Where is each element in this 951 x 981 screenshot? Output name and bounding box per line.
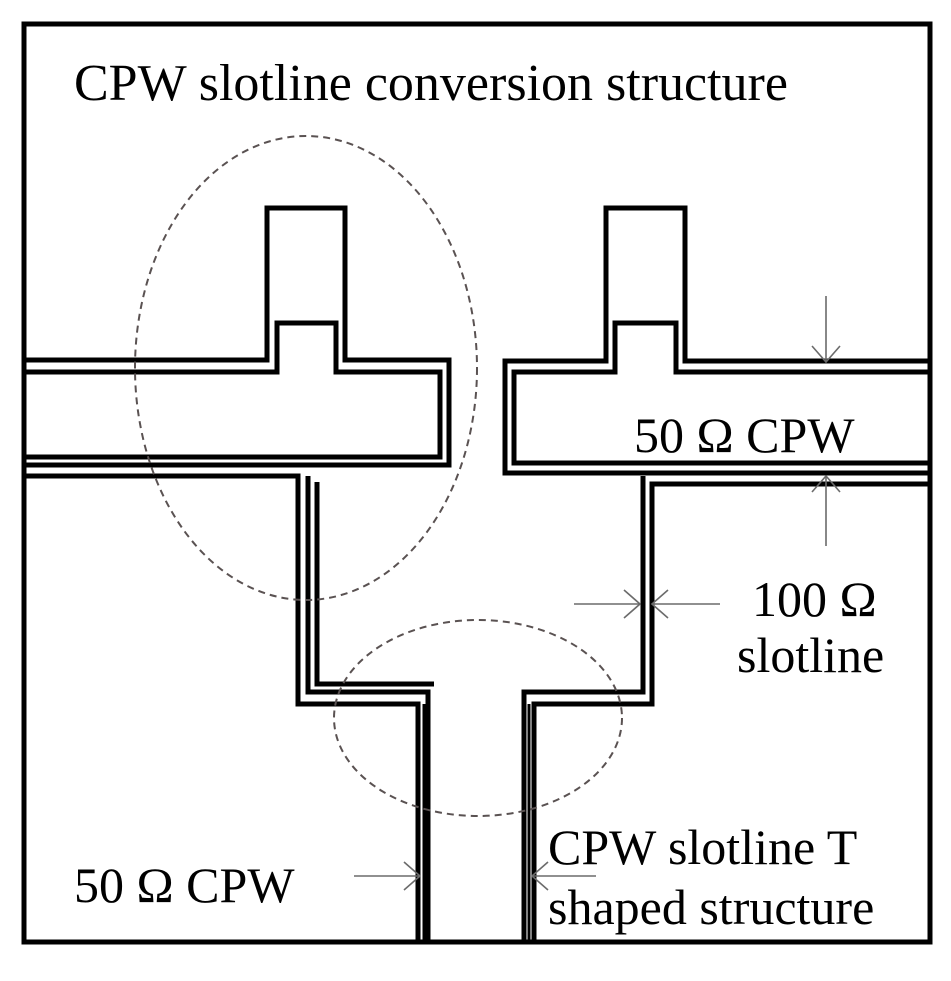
right-ground-edge (502, 205, 930, 476)
t-structure-label-line2: shaped structure (548, 879, 875, 935)
bottom-left-ground (24, 473, 421, 942)
cpw-gap-arrowhead-top (811, 345, 841, 364)
lower-highlight-ellipse (333, 619, 623, 817)
upper-highlight-ellipse (134, 135, 478, 601)
left-cpw-inner-conductor (24, 320, 443, 460)
central-t-pad (305, 476, 646, 945)
diagram-title: CPW slotline conversion structure (74, 55, 788, 112)
slotline-name-label: slotline (737, 627, 885, 683)
cpw-left-label: 50 Ω CPW (74, 857, 295, 913)
bottom-cpw-arrowhead-left (403, 861, 422, 891)
slot-arrowhead-right (650, 589, 669, 619)
t-structure-label-line1: CPW slotline T (548, 819, 858, 875)
bottom-right-ground (531, 481, 930, 942)
slot-arrowhead-left (623, 589, 642, 619)
cpw-right-label: 50 Ω CPW (634, 407, 855, 463)
top-ground-edge (24, 205, 452, 468)
cpw-gap-arrowhead-bottom (811, 474, 841, 493)
central-t-pad-inner (314, 482, 434, 687)
slotline-impedance-label: 100 Ω (752, 571, 877, 627)
bottom-cpw-arrowhead-right (530, 861, 549, 891)
right-cpw-inner-conductor (511, 320, 930, 466)
